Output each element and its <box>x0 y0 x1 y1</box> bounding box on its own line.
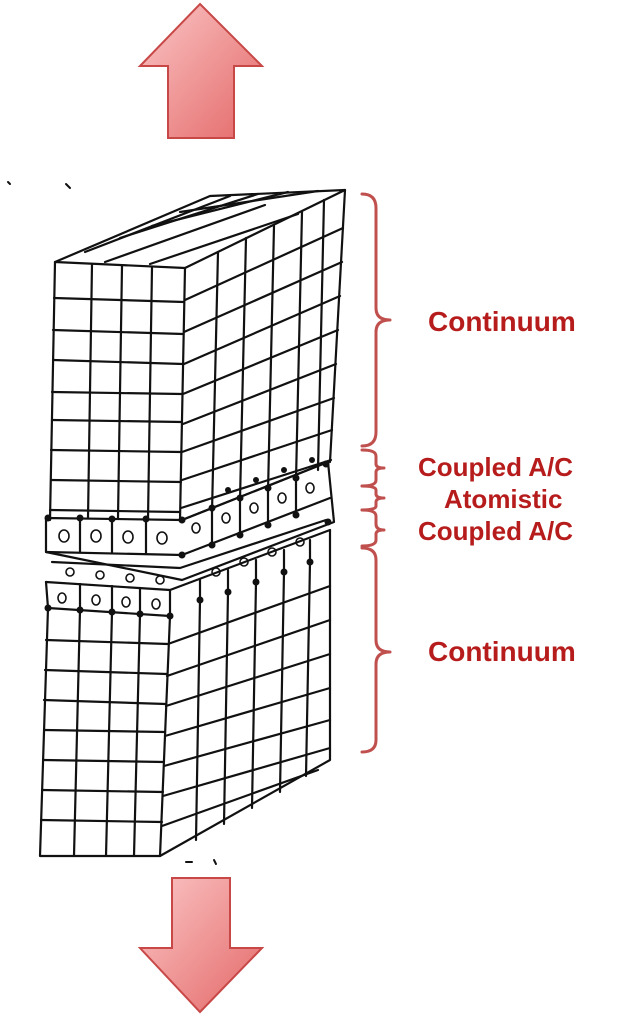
label-atomistic: Atomistic <box>444 484 563 514</box>
brace-coupled-top <box>360 448 386 488</box>
brace-atomistic <box>360 484 386 512</box>
arrow-up-icon <box>137 2 265 139</box>
label-coupled-top: Coupled A/C <box>418 452 574 482</box>
brace-coupled-bottom <box>360 508 386 548</box>
label-continuum-bottom: Continuum <box>428 636 576 667</box>
arrow-down-icon <box>137 877 265 1014</box>
label-coupled-bottom: Coupled A/C <box>418 516 574 546</box>
brace-continuum-bottom <box>360 546 392 754</box>
specimen-sketch <box>7 181 347 865</box>
region-braces <box>360 192 392 754</box>
label-continuum-top: Continuum <box>428 306 576 337</box>
lower-block <box>38 528 332 858</box>
upper-block <box>48 188 347 522</box>
stray-marks <box>7 181 217 865</box>
nodes <box>44 457 332 620</box>
atoms <box>57 482 315 610</box>
brace-continuum-top <box>360 192 392 448</box>
